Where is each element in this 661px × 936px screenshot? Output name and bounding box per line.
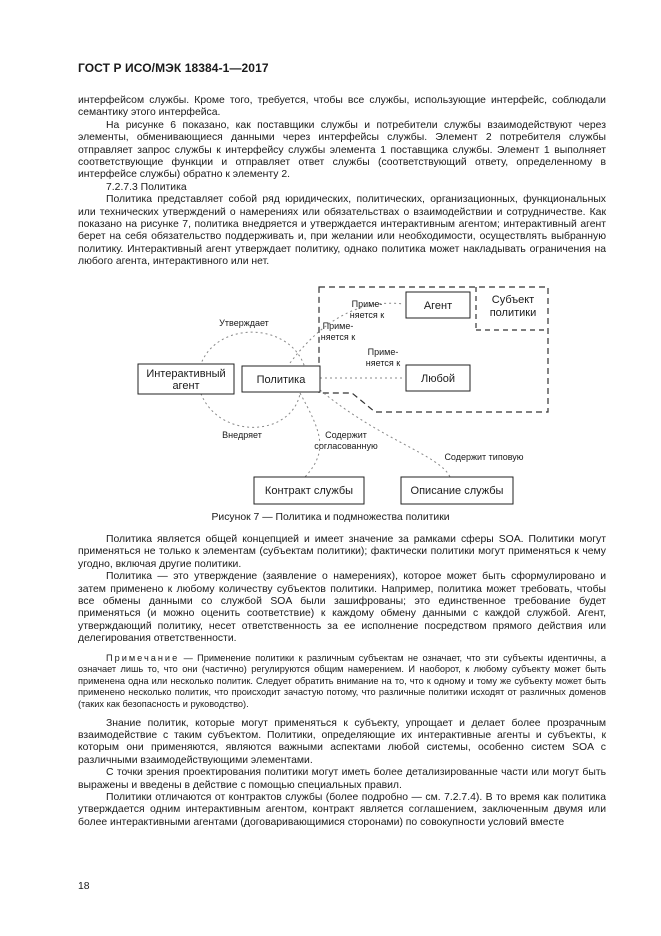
figure-caption: Рисунок 7 — Политика и подмножества поли… [211, 512, 450, 523]
paragraph: Политика является общей концепцией и име… [78, 534, 606, 570]
contains-agreed-label: согласованную [314, 441, 378, 451]
section-heading: 7.2.7.3 Политика [106, 181, 187, 193]
paragraph: Политика представляет собой ряд юридичес… [78, 194, 606, 268]
text-block-top: интерфейсом службы. Кроме того, требуетс… [78, 95, 606, 269]
contains-agreed-label: Содержит [325, 430, 367, 440]
subject-label: Субъект [492, 294, 534, 306]
interactive-agent-label: агент [172, 380, 199, 392]
note-paragraph: Примечание — Применение политики к разли… [78, 653, 606, 711]
implements-label: Внедряет [222, 430, 262, 440]
paragraph: Знание политик, которые могут применятьс… [78, 717, 606, 766]
interactive-agent-label: Интерактивный [146, 368, 225, 380]
policy-box [241, 365, 321, 393]
paragraph: На рисунке 6 показано, как поставщики сл… [78, 119, 606, 181]
interactive-agent-box [137, 363, 235, 395]
subject-label: политики [490, 307, 537, 319]
applies-label: Приме- [323, 321, 354, 331]
agent-label: Агент [424, 300, 452, 312]
applies-label: Приме- [368, 347, 399, 357]
applies-label: няется к [366, 358, 400, 368]
applies-label: няется к [350, 310, 384, 320]
agent-box [405, 291, 471, 319]
policy-diagram: Агент Субъект политики Интерактивный аге… [137, 286, 549, 505]
paragraph: Политики отличаются от контрактов службы… [78, 792, 606, 828]
contains-agreed-connector [299, 392, 321, 478]
paragraph: интерфейсом службы. Кроме того, требуетс… [78, 95, 606, 119]
any-box [405, 364, 471, 392]
note-text: — Применение политики к различным субъек… [78, 652, 606, 710]
policy-label: Политика [257, 374, 307, 386]
applies-label: няется к [321, 332, 355, 342]
service-contract-box [253, 476, 365, 505]
contains-typical-connector [319, 389, 451, 478]
text-block-middle: Политика является общей концепцией и име… [78, 534, 606, 829]
service-description-label: Описание службы [411, 485, 504, 497]
applies-connector [289, 302, 405, 364]
asserts-label: Утверждает [219, 318, 269, 328]
page-number: 18 [78, 881, 90, 892]
service-contract-label: Контракт службы [265, 485, 353, 497]
document-header: ГОСТ Р ИСО/МЭК 18384-1—2017 [78, 61, 269, 75]
contains-typical-label: Содержит типовую [444, 452, 523, 462]
paragraph: Политика — это утверждение (заявление о … [78, 571, 606, 645]
service-description-box [400, 476, 514, 505]
note-label: Примечание [106, 652, 180, 663]
applies-label: Приме- [352, 299, 383, 309]
any-label: Любой [421, 373, 455, 385]
paragraph: С точки зрения проектирования политики м… [78, 767, 606, 791]
